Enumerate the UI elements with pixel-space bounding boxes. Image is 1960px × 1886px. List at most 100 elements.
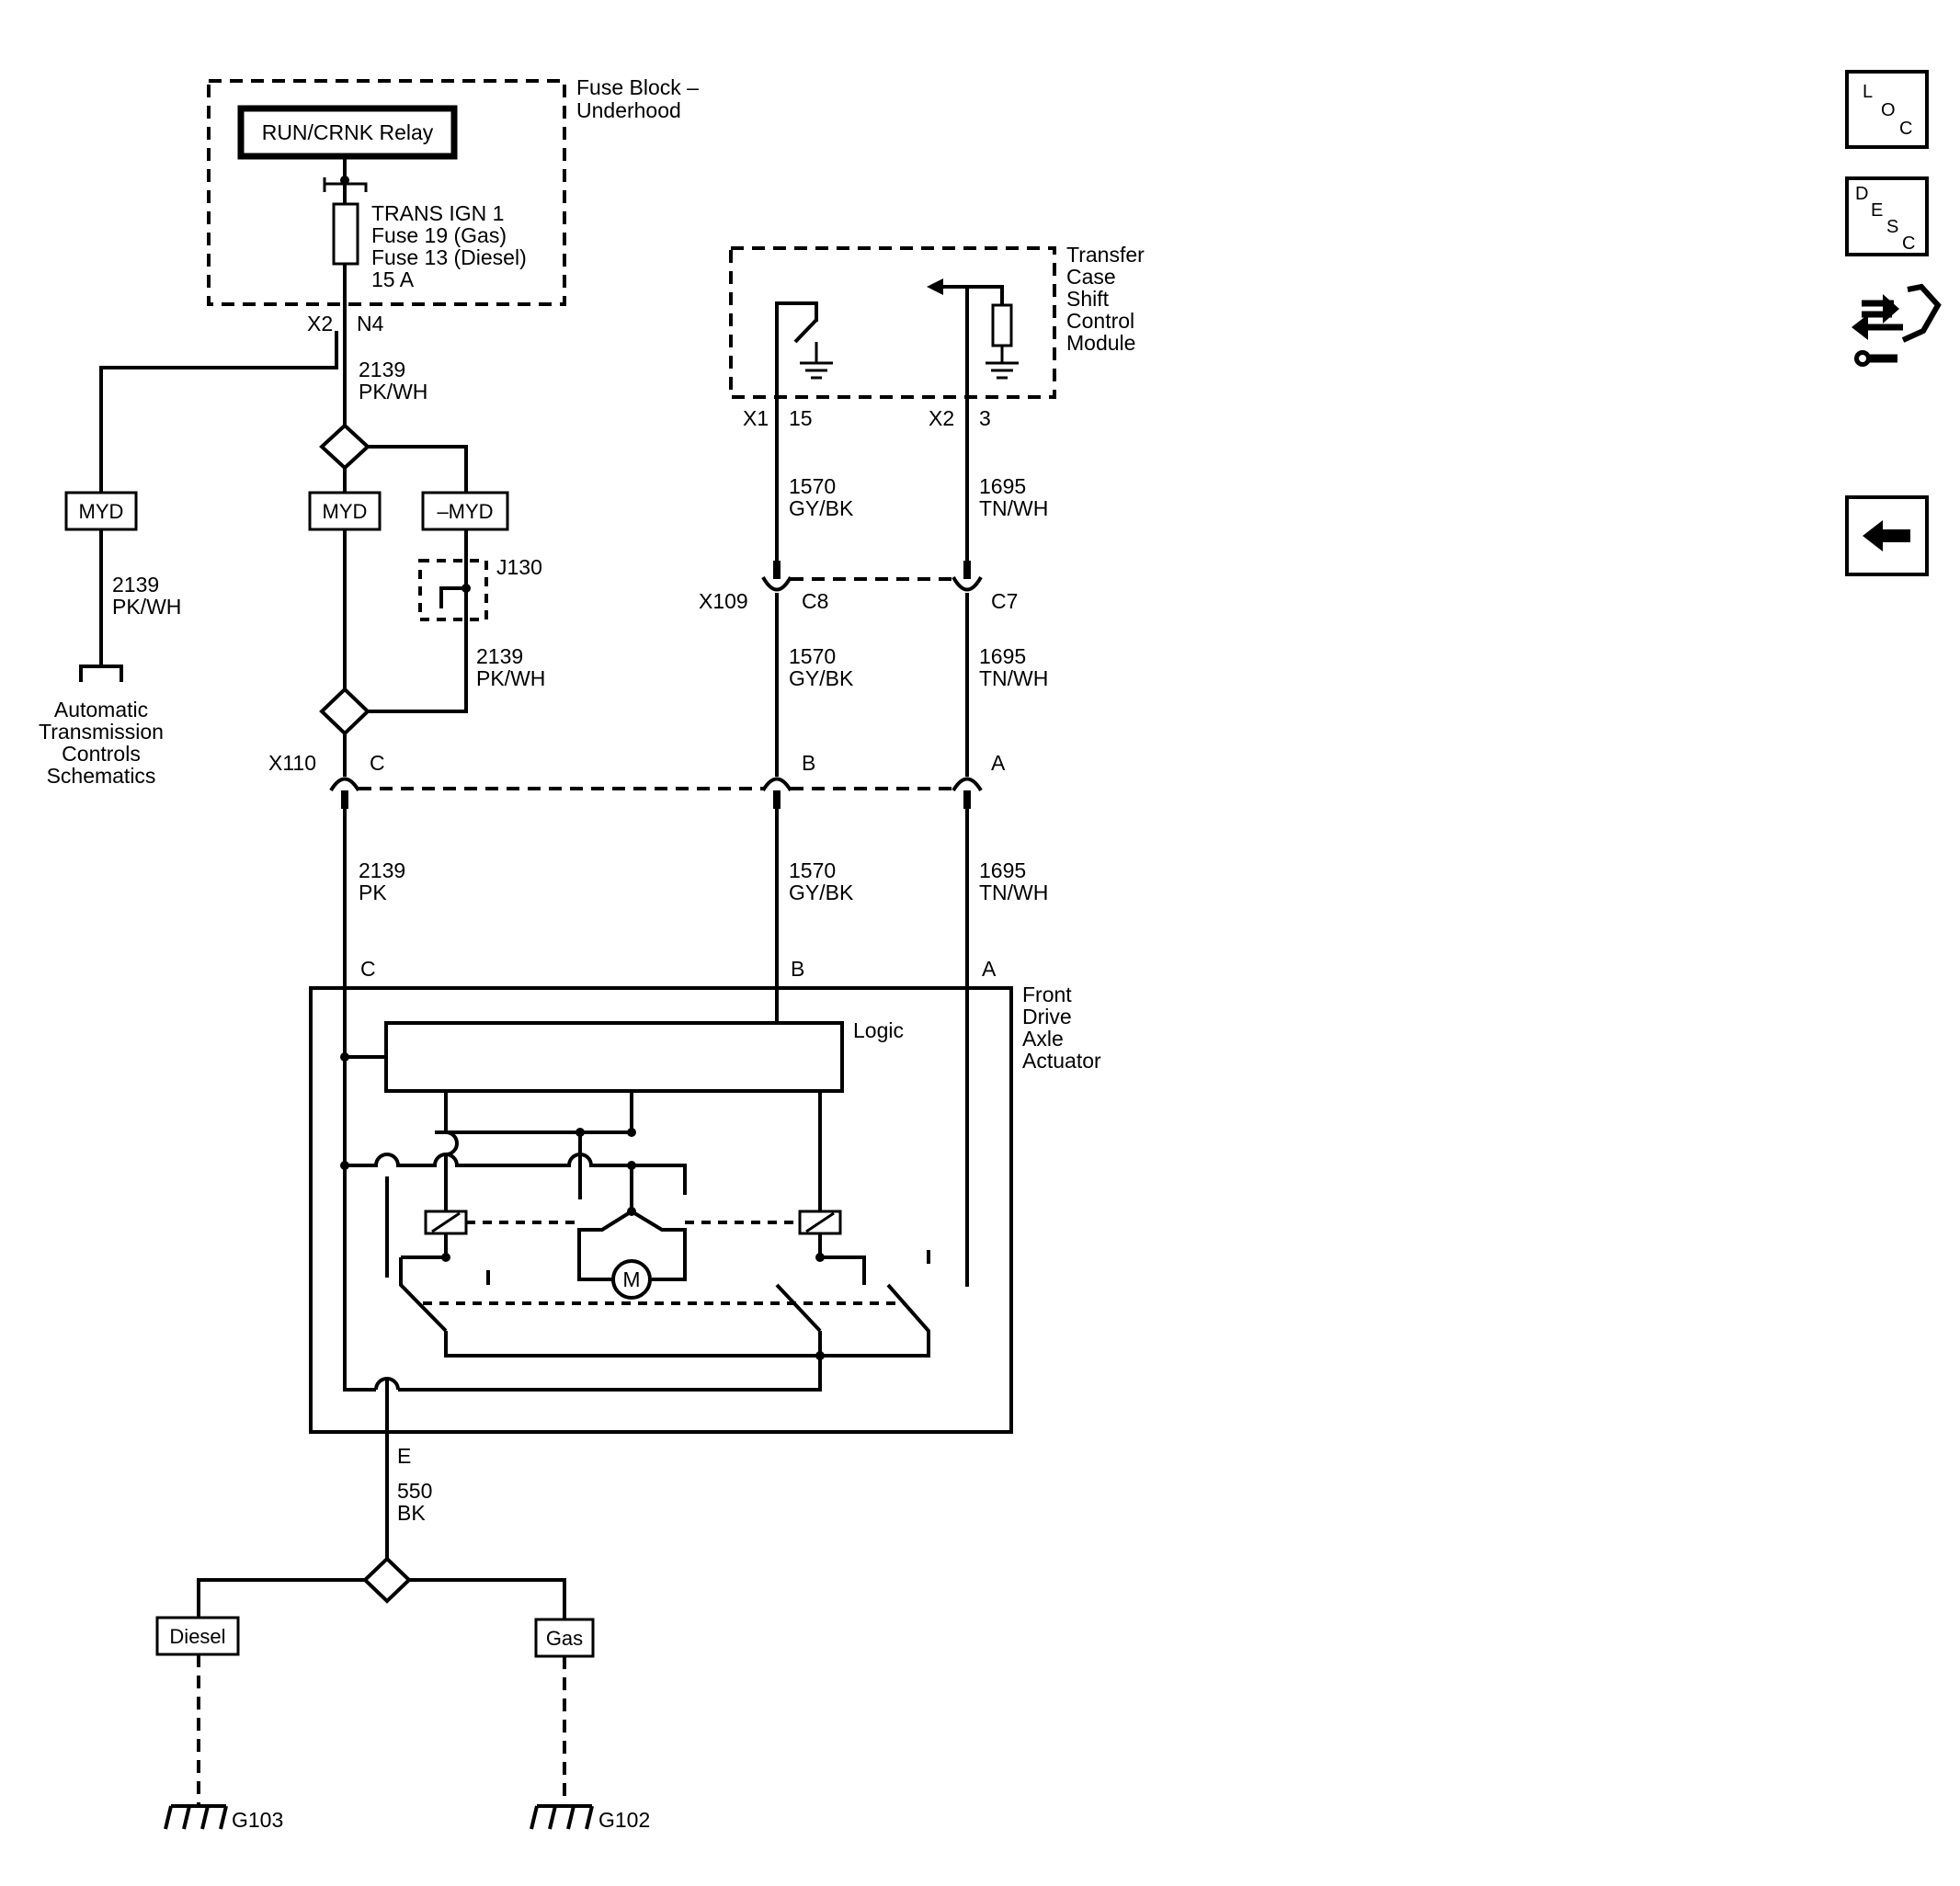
fuse-symbol	[332, 202, 359, 266]
x109-label: X109	[699, 589, 748, 613]
wire-1570-mid-color: GY/BK	[789, 666, 854, 690]
wires-tccm-to-x109: 1570 GY/BK 1695 TN/WH	[773, 404, 1048, 579]
tccm-label-4: Control	[1066, 309, 1134, 333]
wire-2139-top-number: 2139	[359, 358, 405, 381]
x110-pin-c: C	[370, 751, 385, 775]
ground-splice-diamond	[362, 1556, 412, 1604]
actuator-label-3: Axle	[1022, 1027, 1064, 1051]
fuse-block-title-2: Underhood	[576, 98, 681, 122]
fuse-name: TRANS IGN 1	[371, 201, 504, 225]
actuator-pin-b: B	[791, 957, 804, 981]
connector-repair-icon[interactable]	[1852, 283, 1942, 367]
actuator-label-2: Drive	[1022, 1005, 1072, 1028]
run-crnk-relay-label: RUN/CRNK Relay	[262, 120, 434, 144]
wire-2139-top-color: PK/WH	[359, 380, 427, 403]
wire-2139-j130-color: PK/WH	[476, 666, 545, 690]
wire-1695-top-number: 1695	[979, 474, 1026, 498]
wire-1570-top-number: 1570	[789, 474, 836, 498]
gas-option: Gas	[546, 1627, 583, 1650]
desc-letter-s: S	[1886, 217, 1898, 237]
motor-symbol	[611, 1259, 652, 1300]
desc-letter-e: E	[1871, 200, 1883, 221]
transfer-case-shift-control-module: Transfer Case Shift Control Module X1 15…	[729, 243, 1145, 430]
wire-1695-mid-color: TN/WH	[979, 666, 1048, 690]
ground-circuit: E 550 BK Diesel Gas G103 G102	[155, 1432, 650, 1832]
wire-1695-bottom-number: 1695	[979, 858, 1026, 882]
atc-ref-line4: Schematics	[47, 764, 156, 788]
fuse-block-pin: N4	[357, 312, 384, 335]
pullup-resistor	[991, 303, 1013, 347]
x110-pin-a: A	[991, 751, 1006, 775]
tccm-label-2: Case	[1066, 265, 1116, 289]
ground-g103-label: G103	[232, 1808, 283, 1832]
wire-2139-pk-number: 2139	[359, 858, 405, 882]
splice-diamond-bottom	[319, 687, 370, 736]
ground-g102-label: G102	[598, 1808, 650, 1832]
wire-550-number: 550	[397, 1479, 432, 1503]
tccm-x2-pin: 3	[979, 406, 991, 430]
desc-letter-d: D	[1855, 184, 1868, 204]
wire-1695-bottom-color: TN/WH	[979, 881, 1048, 904]
myd-option-left: MYD	[79, 500, 124, 523]
wire-2139-left-color: PK/WH	[112, 595, 181, 619]
tccm-label-1: Transfer	[1066, 243, 1145, 267]
actuator-label-4: Actuator	[1022, 1049, 1101, 1073]
loc-button[interactable]: L O C	[1845, 70, 1929, 149]
j130-splice-pack	[418, 559, 488, 621]
loc-letter-l: L	[1863, 82, 1873, 102]
diesel-option: Diesel	[169, 1625, 225, 1648]
splice-diamond-top	[319, 423, 370, 471]
left-myd-branch: MYD 2139 PK/WH Automatic Transmission Co…	[39, 331, 338, 788]
fuse-diesel: Fuse 13 (Diesel)	[371, 245, 527, 269]
x109-c8: C8	[802, 589, 828, 613]
loc-letter-o: O	[1881, 100, 1896, 120]
desc-letter-c: C	[1902, 233, 1915, 254]
tccm-x1-pin: 15	[789, 406, 813, 430]
tccm-label-3: Shift	[1066, 287, 1110, 311]
back-arrow-button[interactable]	[1845, 495, 1929, 576]
atc-ref-line1: Automatic	[54, 698, 148, 721]
wire-1695-top-color: TN/WH	[979, 496, 1048, 520]
wire-2139-left-number: 2139	[112, 573, 159, 596]
loc-letter-c: C	[1899, 119, 1912, 139]
back-arrow-icon	[1863, 520, 1910, 551]
connector-x110: X110 C B A 2139 PK 1570 GY/BK 1695 TN/WH	[268, 751, 1048, 988]
connector-x109: X109 C8 C7 1570 GY/BK 1695 TN/WH	[699, 575, 1048, 777]
wire-1570-mid-number: 1570	[789, 644, 836, 668]
tccm-x1: X1	[743, 406, 769, 430]
actuator-pin-a: A	[982, 957, 997, 981]
x110-label: X110	[268, 751, 316, 775]
actuator-label-1: Front	[1022, 983, 1072, 1006]
fuse-rating: 15 A	[371, 267, 415, 291]
motor-label: M	[622, 1267, 640, 1291]
reference-terminal-symbol	[79, 665, 123, 682]
wire-1570-bottom-number: 1570	[789, 858, 836, 882]
x110-pin-b: B	[802, 751, 815, 775]
ignition-feed-branch: 2139 PK/WH MYD –MYD J130 2139 PK/WH	[308, 331, 545, 777]
actuator-pin-c: C	[360, 957, 376, 981]
logic-block	[384, 1021, 844, 1093]
internal-ground-symbol	[800, 342, 833, 380]
desc-button[interactable]: D E S C	[1845, 176, 1929, 256]
tccm-x2: X2	[929, 406, 954, 430]
wire-1570-top-color: GY/BK	[789, 496, 854, 520]
fuse-block-title: Fuse Block –	[576, 75, 699, 99]
x109-c7: C7	[991, 589, 1018, 613]
atc-ref-line3: Controls	[62, 742, 141, 766]
ground-symbol-g103	[164, 1804, 228, 1830]
logic-label: Logic	[853, 1018, 904, 1042]
atc-ref-line2: Transmission	[39, 720, 164, 744]
wire-2139-pk-color: PK	[359, 881, 387, 904]
ground-symbol-g102	[530, 1804, 594, 1830]
fuse-block-connector: X2	[307, 312, 333, 335]
wire-1695-mid-number: 1695	[979, 644, 1026, 668]
run-crnk-relay-box	[237, 105, 458, 160]
not-myd-option: –MYD	[437, 500, 493, 523]
fuse-gas: Fuse 19 (Gas)	[371, 223, 507, 247]
fuse-block-underhood: Fuse Block – Underhood RUN/CRNK Relay TR…	[207, 75, 699, 335]
wire-2139-j130-number: 2139	[476, 644, 523, 668]
actuator-pin-e: E	[397, 1444, 411, 1468]
wire-550-color: BK	[397, 1501, 426, 1525]
j130-label: J130	[496, 555, 542, 579]
